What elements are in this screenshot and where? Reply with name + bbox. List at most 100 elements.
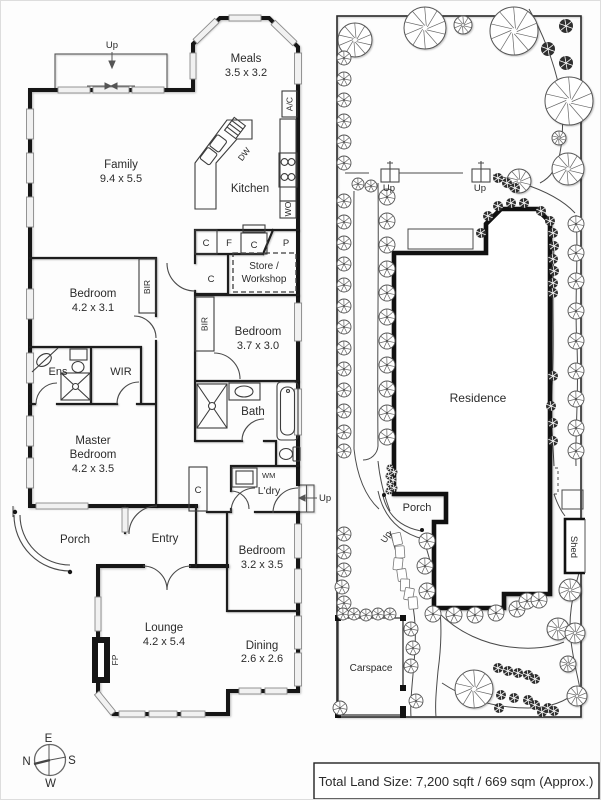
step-up-label: Up	[319, 493, 331, 504]
shrub-icon	[336, 235, 352, 251]
tree-icon	[564, 622, 586, 644]
bathtub-icon	[276, 381, 299, 441]
dark-shrub-icon	[509, 693, 519, 703]
shrub-icon	[336, 113, 352, 129]
room-ldry: L'dry	[258, 485, 281, 497]
fireplace-label: FP	[110, 654, 120, 665]
shrub-icon	[336, 607, 350, 621]
footer: Total Land Size: 7,200 sqft / 669 sqm (A…	[313, 762, 600, 799]
shrub-icon	[416, 557, 434, 575]
floorplan-labels: Up Meals 3.5 x 3.2 Family 9.4 x 5.5 Kitc…	[49, 40, 332, 665]
shrub-icon	[378, 308, 396, 326]
shrub-icon	[336, 155, 352, 171]
store-workshop-outline	[232, 252, 297, 293]
room-lounge: Lounge	[145, 622, 183, 634]
porch-up-label: Up	[379, 529, 394, 544]
shower-icon	[60, 372, 91, 401]
compass-west: W	[45, 778, 56, 790]
shrub-icon	[567, 272, 585, 290]
room-bedroom1: Bedroom	[70, 288, 117, 300]
porch-post	[382, 493, 386, 497]
stepping-stone	[394, 545, 406, 559]
dark-shrub-icon	[496, 690, 506, 700]
cooktop-icon	[278, 152, 298, 188]
fixtures	[31, 90, 301, 512]
shrub-icon	[378, 236, 396, 254]
site-porch-label: Porch	[403, 502, 432, 514]
dark-shrub-icon	[519, 198, 529, 208]
washing-machine-icon	[231, 467, 258, 488]
shrub-icon	[405, 640, 421, 656]
basin-icon	[234, 385, 254, 398]
cupboard-label: C	[203, 238, 210, 249]
tree-icon	[551, 152, 585, 186]
shrub-icon	[567, 302, 585, 320]
ac-label: A/C	[285, 97, 295, 111]
porch-post	[12, 509, 18, 515]
garden-up-label: Up	[383, 183, 395, 194]
vanity	[228, 382, 261, 401]
dark-shrub-icon	[513, 668, 523, 678]
residence-label: Residence	[450, 391, 507, 405]
site-plan: Up Up Residence Porch Up Shed Carspace	[332, 6, 594, 718]
stepping-stone	[392, 557, 404, 571]
dark-shrub-icon	[549, 241, 559, 251]
stepping-stones	[391, 531, 419, 610]
carspace-label: Carspace	[350, 663, 393, 674]
shrub-icon	[371, 607, 385, 621]
dark-shrub-icon	[502, 178, 512, 188]
dark-shrub-icon	[548, 288, 558, 298]
shower-icon	[196, 383, 228, 429]
shrub-icon	[424, 605, 442, 623]
fridge-label: F	[226, 238, 232, 249]
deck-outline	[12, 53, 315, 517]
wall-oven-label: WO	[283, 201, 293, 216]
shrub-icon	[359, 608, 373, 622]
dark-shrub-icon	[548, 436, 558, 446]
shrub-icon	[336, 50, 352, 66]
direction-arrows	[87, 52, 317, 502]
shrub-icon	[418, 532, 436, 550]
shrub-icon	[418, 582, 436, 600]
air-conditioner	[281, 90, 298, 118]
garden-up-label: Up	[474, 183, 486, 194]
dark-shrub-icon	[549, 266, 559, 276]
shrub-icon	[336, 340, 352, 356]
porch-post	[67, 569, 73, 575]
porch-post	[420, 528, 424, 532]
shrub-icon	[336, 277, 352, 293]
room-bedroom2-dims: 3.7 x 3.0	[237, 340, 279, 352]
kitchen-sink-icon	[199, 134, 227, 166]
shrub-icon	[378, 404, 396, 422]
total-land-size: Total Land Size: 7,200 sqft / 669 sqm (A…	[319, 774, 594, 789]
dark-shrub-icon	[506, 198, 516, 208]
shrub-icon	[332, 700, 348, 716]
stepping-stone	[391, 531, 403, 547]
siteplan-labels: Up Up Residence Porch Up Shed Carspace	[350, 183, 579, 674]
shrub-icon	[336, 361, 352, 377]
shrub-icon	[336, 403, 352, 419]
compass: E S W N	[22, 733, 76, 790]
bir-label: BIR	[142, 280, 152, 294]
fireplace	[92, 637, 110, 683]
room-master-line1: Master	[75, 435, 110, 447]
dark-shrub-icon	[546, 401, 556, 411]
room-ens: Ens	[49, 366, 68, 378]
shed-label: Shed	[568, 536, 579, 558]
dark-shrub-icon	[476, 228, 486, 238]
compass-north: N	[22, 756, 30, 768]
shrub-icon	[378, 188, 396, 206]
toilet-icon	[71, 360, 85, 374]
dark-shrub-icon	[503, 666, 513, 676]
kitchen-island	[194, 119, 253, 210]
tree-icon	[559, 655, 577, 673]
wm-label: WM	[262, 471, 275, 480]
drainer-icon	[223, 116, 247, 140]
dark-shrub-icon	[493, 173, 503, 183]
shrub-icon	[530, 591, 548, 609]
shed-outline	[563, 517, 586, 575]
dark-shrub-icon	[390, 468, 398, 476]
room-bedroom1-dims: 4.2 x 3.1	[72, 302, 114, 314]
dark-shrub-icon	[510, 183, 520, 193]
room-meals: Meals	[231, 53, 262, 65]
